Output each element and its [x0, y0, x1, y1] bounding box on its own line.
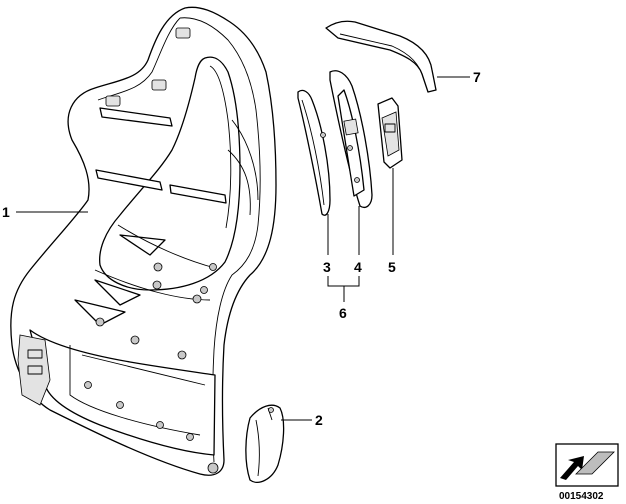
callout-2: 2 [315, 412, 323, 428]
switch-cover-part[interactable] [377, 97, 403, 169]
callout-1: 1 [2, 204, 10, 220]
catalog-reference: 00154302 [555, 443, 619, 502]
side-trim-cover-part[interactable] [245, 404, 285, 483]
callout-6: 6 [339, 305, 347, 321]
trim-strip-part[interactable] [297, 89, 331, 216]
reference-number: 00154302 [559, 491, 604, 502]
side-panel-part[interactable] [329, 70, 373, 209]
seat-backrest-frame-part[interactable] [10, 6, 277, 476]
callout-3: 3 [323, 259, 331, 275]
callout-5: 5 [388, 259, 396, 275]
leader-lines [16, 76, 470, 421]
callout-7: 7 [473, 69, 481, 85]
callout-4: 4 [354, 259, 362, 275]
bmw-catalog-arrow-icon [560, 451, 615, 480]
callout-labels: 1 2 3 4 5 6 7 [2, 69, 481, 428]
top-trim-panel-part[interactable] [325, 20, 437, 93]
